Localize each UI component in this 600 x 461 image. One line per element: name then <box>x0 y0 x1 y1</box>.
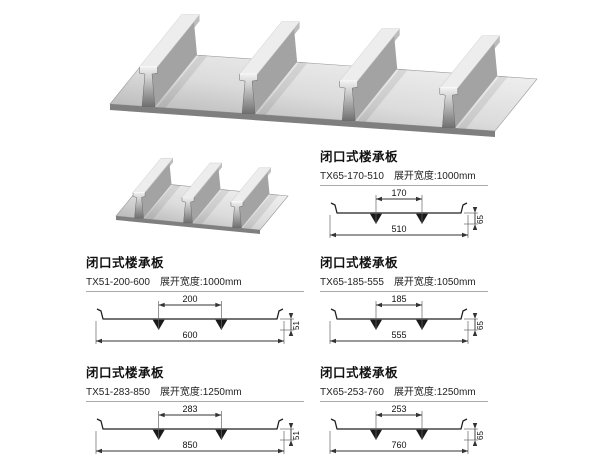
spec-block-tx51-283-850: 闭口式楼承板 TX51-283-850 展开宽度:1250mm 283 51 850 <box>86 362 304 461</box>
spec-title: 闭口式楼承板 <box>320 150 399 164</box>
spec-width-label: 展开宽度:1050mm <box>393 277 476 288</box>
svg-text:185: 185 <box>391 294 406 304</box>
svg-text:170: 170 <box>391 188 406 198</box>
svg-text:555: 555 <box>391 330 406 340</box>
spec-block-tx51-200-600: 闭口式楼承板 TX51-200-600 展开宽度:1000mm 200 51 600 <box>86 252 304 351</box>
divider <box>320 401 488 402</box>
spec-subline: TX65-253-760 展开宽度:1250mm <box>320 383 488 398</box>
closed-deck-3d-render-large <box>109 14 538 137</box>
svg-text:600: 600 <box>182 330 197 340</box>
spec-title: 闭口式楼承板 <box>86 366 165 380</box>
spec-width-label: 展开宽度:1000mm <box>159 277 242 288</box>
divider <box>86 401 304 402</box>
spec-title: 闭口式楼承板 <box>320 366 399 380</box>
svg-text:51: 51 <box>292 431 301 440</box>
spec-block-tx65-185-555: 闭口式楼承板 TX65-185-555 展开宽度:1050mm 185 65 555 <box>320 252 488 351</box>
svg-text:510: 510 <box>391 224 406 234</box>
section-diagram-tx65-253-760: 253 65 760 <box>329 404 485 454</box>
spec-block-tx65-170-510: 闭口式楼承板 TX65-170-510 展开宽度:1000mm 170 65 510 <box>320 146 488 245</box>
spec-title: 闭口式楼承板 <box>86 256 165 270</box>
svg-text:200: 200 <box>182 294 197 304</box>
spec-block-tx65-253-760: 闭口式楼承板 TX65-253-760 展开宽度:1250mm 253 65 760 <box>320 362 488 461</box>
section-diagram-tx65-185-555: 185 65 555 <box>329 294 485 344</box>
svg-text:850: 850 <box>182 440 197 450</box>
spec-model: TX51-283-850 <box>86 387 150 398</box>
spec-model: TX65-170-510 <box>320 171 384 182</box>
spec-model: TX65-253-760 <box>320 387 384 398</box>
svg-text:65: 65 <box>476 431 485 440</box>
section-diagram-tx65-170-510: 170 65 510 <box>329 188 485 238</box>
svg-text:51: 51 <box>292 321 301 330</box>
svg-text:253: 253 <box>391 404 406 414</box>
section-diagram-tx51-283-850: 283 51 850 <box>95 404 301 454</box>
spec-width-label: 展开宽度:1000mm <box>393 171 476 182</box>
section-diagram-tx51-200-600: 200 51 600 <box>95 294 301 344</box>
svg-text:65: 65 <box>476 321 485 330</box>
spec-width-label: 展开宽度:1250mm <box>393 387 476 398</box>
svg-text:283: 283 <box>182 404 197 414</box>
divider <box>320 291 488 292</box>
svg-text:760: 760 <box>391 440 406 450</box>
divider <box>86 291 304 292</box>
spec-model: TX51-200-600 <box>86 277 150 288</box>
divider <box>320 185 488 186</box>
svg-text:65: 65 <box>476 215 485 224</box>
spec-subline: TX65-170-510 展开宽度:1000mm <box>320 167 488 182</box>
spec-model: TX65-185-555 <box>320 277 384 288</box>
closed-deck-3d-render-small <box>115 157 289 234</box>
spec-title: 闭口式楼承板 <box>320 256 399 270</box>
spec-width-label: 展开宽度:1250mm <box>159 387 242 398</box>
spec-subline: TX65-185-555 展开宽度:1050mm <box>320 273 488 288</box>
spec-subline: TX51-283-850 展开宽度:1250mm <box>86 383 304 398</box>
spec-subline: TX51-200-600 展开宽度:1000mm <box>86 273 304 288</box>
